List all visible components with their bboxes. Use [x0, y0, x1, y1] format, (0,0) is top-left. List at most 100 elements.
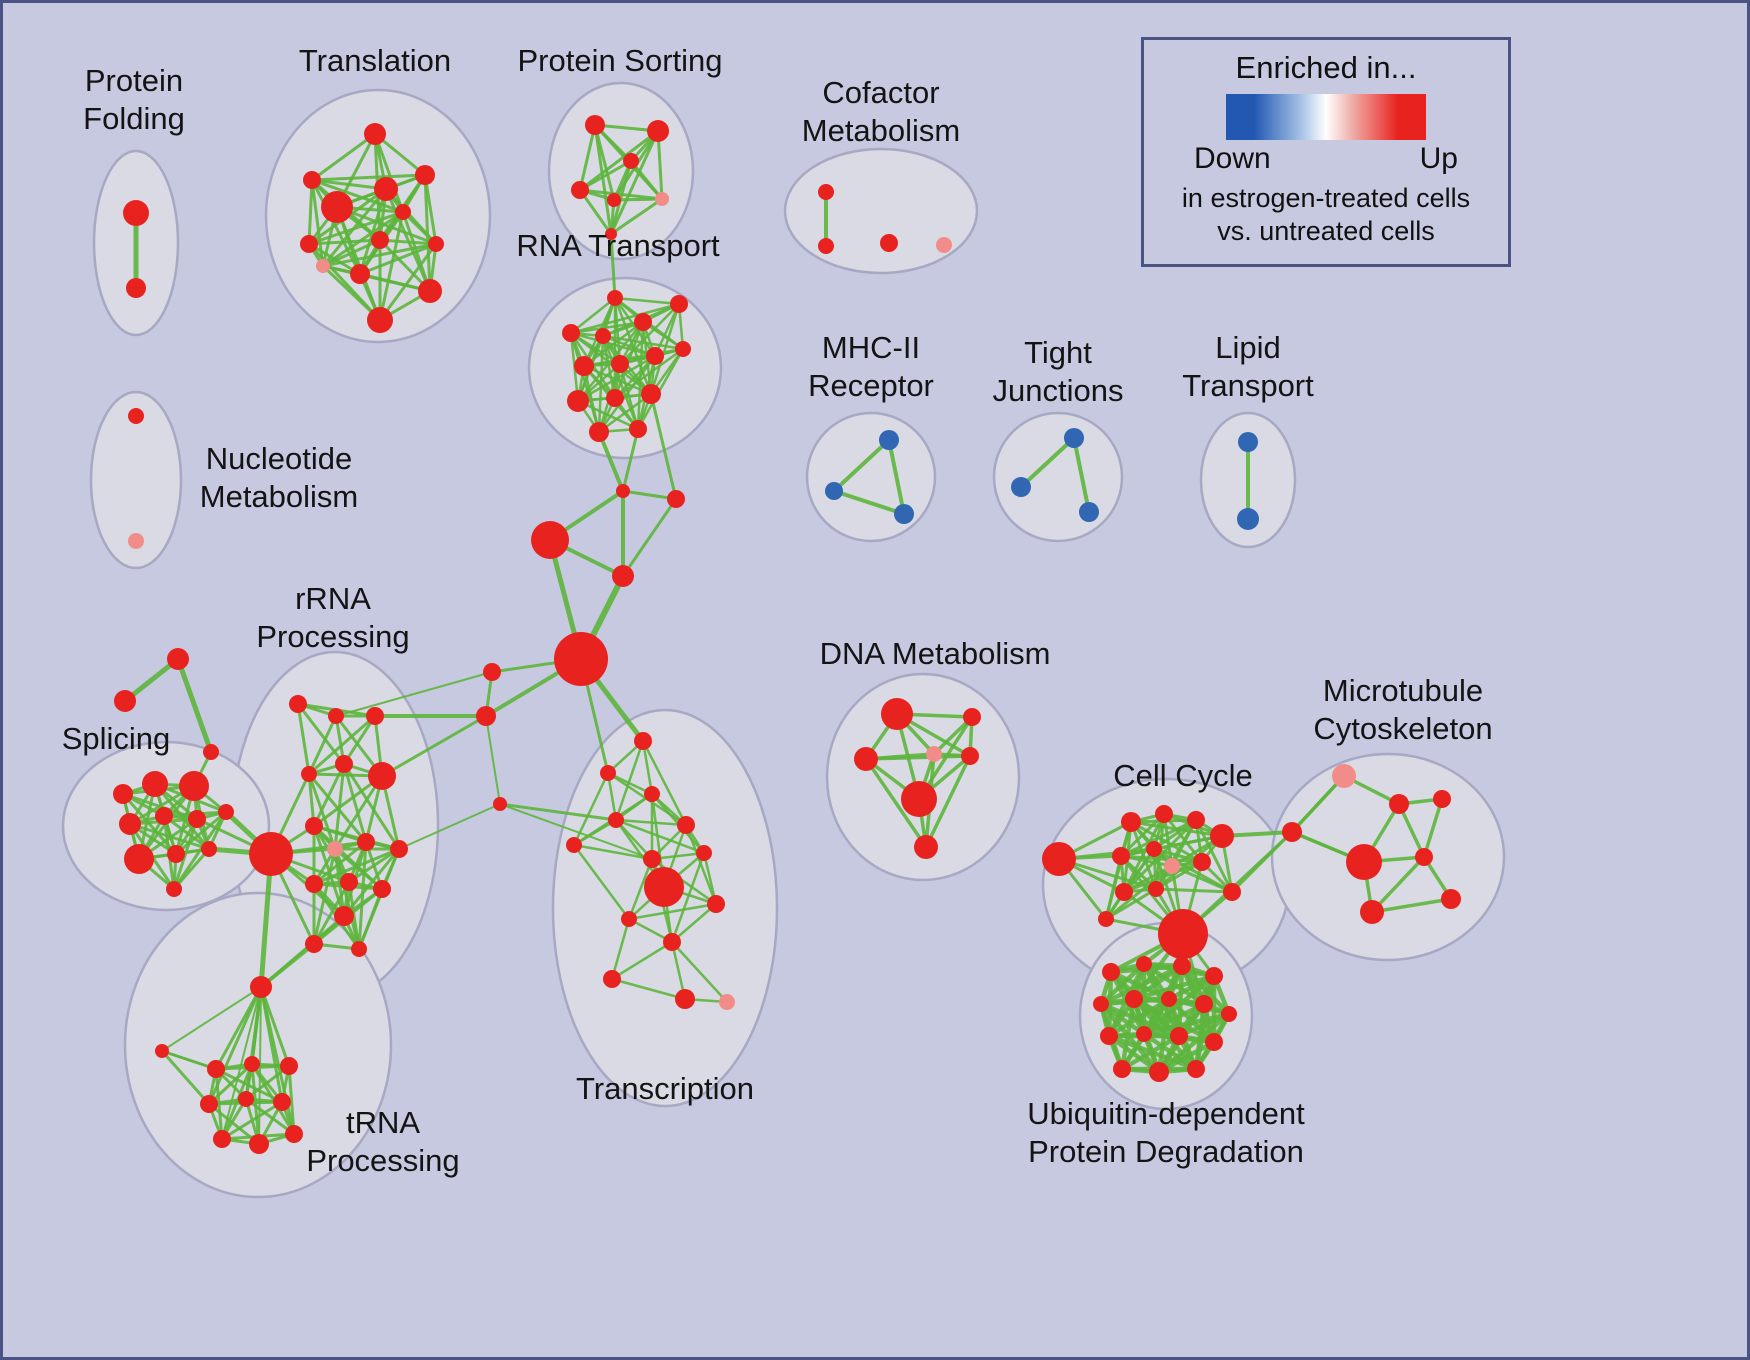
network-edge — [221, 986, 262, 1140]
network-edge — [656, 129, 664, 201]
gene-set-node — [128, 408, 144, 424]
gene-set-node — [634, 313, 652, 331]
network-edge — [576, 354, 657, 403]
gene-set-node — [119, 813, 141, 835]
network-edge — [924, 754, 972, 849]
cluster-label-nucleotide-metabolism: Nucleotide — [206, 441, 352, 476]
cluster-label-lipid-transport: Transport — [1182, 368, 1314, 403]
network-edge — [172, 847, 211, 891]
network-edge — [342, 762, 401, 851]
gene-set-node — [390, 840, 408, 858]
network-edge — [122, 656, 181, 704]
gene-set-node — [1389, 794, 1409, 814]
network-edge — [244, 1097, 296, 1136]
gene-set-node — [188, 810, 206, 828]
cluster-label-ubiquitin-degradation: Ubiquitin-dependent — [1027, 1096, 1305, 1131]
network-edge — [670, 851, 706, 944]
network-edge — [1119, 854, 1204, 864]
gene-set-node — [554, 632, 608, 686]
gene-set-node — [321, 191, 353, 223]
cluster-ellipse-nucleotide-metabolism — [89, 390, 183, 570]
network-edge — [347, 847, 401, 884]
network-edge — [1194, 818, 1234, 894]
gene-set-node — [611, 355, 629, 373]
gene-set-node — [250, 976, 272, 998]
gene-set-node — [113, 784, 133, 804]
network-edge — [358, 187, 388, 276]
network-edge — [578, 129, 660, 192]
gene-set-node — [114, 690, 136, 712]
gene-set-node — [167, 648, 189, 670]
network-edge — [296, 702, 346, 766]
network-edge — [259, 914, 346, 989]
gene-set-node — [1210, 824, 1234, 848]
network-edge — [162, 814, 211, 851]
gene-set-node — [961, 747, 979, 765]
cluster-label-rna-transport: RNA Transport — [516, 228, 720, 263]
cluster-label-protein-folding: Folding — [83, 101, 185, 136]
gene-set-node — [1102, 963, 1120, 981]
network-edge — [498, 802, 618, 822]
gene-set-node — [328, 708, 344, 724]
gene-set-node — [285, 1125, 303, 1143]
gene-set-node — [428, 236, 444, 252]
cluster-label-splicing: Splicing — [62, 721, 171, 756]
cluster-ellipse-mhc-ii-receptor — [805, 411, 937, 543]
gene-set-node — [612, 565, 634, 587]
gene-set-node — [305, 935, 323, 953]
gene-set-node — [1100, 1027, 1118, 1045]
gene-set-node — [1360, 900, 1384, 924]
gene-set-node — [1136, 956, 1152, 972]
network-edge — [310, 178, 388, 191]
network-edge — [333, 774, 384, 851]
gene-set-node — [1195, 995, 1213, 1013]
gene-set-node — [914, 835, 938, 859]
cluster-label-microtubule-cytoskeleton: Microtubule — [1323, 673, 1483, 708]
gene-set-node — [670, 295, 688, 313]
network-edge — [384, 187, 432, 293]
network-edge — [593, 123, 613, 236]
gene-set-node — [644, 786, 660, 802]
gene-set-node — [677, 816, 695, 834]
network-edge — [1131, 973, 1217, 1002]
gene-set-node — [1011, 477, 1031, 497]
network-edge — [613, 347, 685, 400]
network-edge — [321, 187, 388, 268]
gene-set-node — [1158, 909, 1208, 959]
cluster-label-dna-metabolism: DNA Metabolism — [820, 636, 1051, 671]
cluster-label-cofactor-metabolism: Metabolism — [802, 113, 961, 148]
network-edge — [609, 159, 633, 236]
network-edge — [1098, 961, 1147, 1007]
gene-set-node — [1098, 911, 1114, 927]
gene-set-node — [249, 1134, 269, 1154]
gene-set-node — [1433, 790, 1451, 808]
gene-set-node — [1149, 1062, 1169, 1082]
cluster-label-nucleotide-metabolism: Metabolism — [200, 479, 359, 514]
network-edge — [609, 197, 664, 236]
network-edge — [614, 818, 688, 827]
network-edge — [1141, 1011, 1232, 1037]
gene-set-node — [128, 533, 144, 549]
gene-set-node — [364, 123, 386, 145]
cluster-label-translation: Translation — [299, 43, 451, 78]
gene-set-node — [300, 235, 318, 253]
network-edge — [629, 159, 664, 201]
gene-set-node — [675, 989, 695, 1009]
network-edge — [310, 132, 377, 182]
gene-set-node — [595, 328, 611, 344]
gene-set-node — [634, 732, 652, 750]
gene-set-node — [1221, 1006, 1237, 1022]
gene-set-node — [562, 324, 580, 342]
gene-set-node — [200, 1095, 218, 1113]
network-edge — [597, 392, 653, 434]
gene-set-node — [1187, 811, 1205, 829]
network-edge — [610, 977, 687, 1001]
gene-set-node — [936, 237, 952, 253]
network-edge — [614, 818, 706, 855]
cluster-ellipse-tight-junctions — [992, 411, 1124, 543]
gene-set-node — [367, 307, 393, 333]
gene-set-node — [123, 200, 149, 226]
gene-set-node — [371, 231, 389, 249]
cluster-label-cell-cycle: Cell Cycle — [1113, 758, 1253, 793]
